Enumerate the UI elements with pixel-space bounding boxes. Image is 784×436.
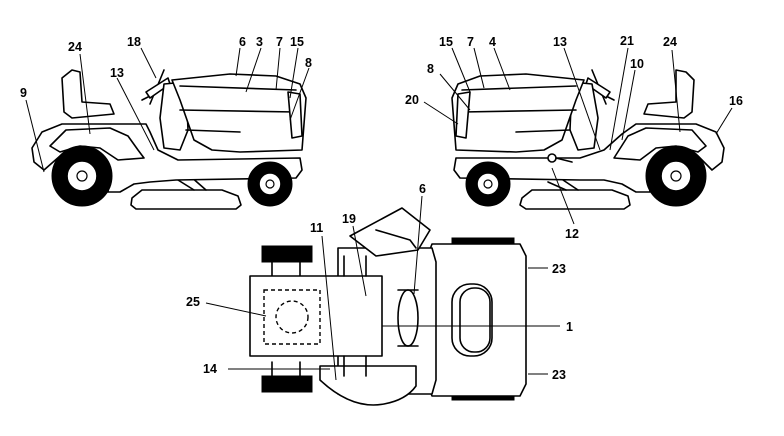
callout-3: 3 [256, 35, 263, 49]
tractor-left-side-view: 24 18 6 3 7 15 8 9 13 [20, 35, 312, 210]
callout-8: 8 [305, 56, 312, 70]
fender-right [613, 127, 707, 161]
callout-19: 19 [342, 212, 356, 226]
callout-18: 18 [127, 35, 141, 49]
callout-24: 24 [663, 35, 677, 49]
callout-13: 13 [110, 66, 124, 80]
callout-10: 10 [630, 57, 644, 71]
hood-right [451, 73, 585, 153]
callout-6: 6 [239, 35, 246, 49]
callout-16: 16 [729, 94, 743, 108]
rear-wheel-top-1 [261, 245, 313, 263]
callout-15: 15 [439, 35, 453, 49]
callout-7: 7 [276, 35, 283, 49]
callout-20: 20 [405, 93, 419, 107]
mower-deck-top [319, 365, 417, 406]
callout-24: 24 [68, 40, 82, 54]
mower-deck-right [519, 189, 631, 210]
callout-4: 4 [489, 35, 496, 49]
seat-left [61, 69, 115, 119]
callout-6: 6 [419, 182, 426, 196]
mower-deck-left [130, 189, 242, 210]
callout-11: 11 [310, 221, 323, 235]
callout-21: 21 [620, 34, 634, 48]
seat-outline-top [263, 289, 321, 345]
callout-15: 15 [290, 35, 304, 49]
seat-right [643, 69, 695, 119]
callout-7: 7 [467, 35, 474, 49]
callout-9: 9 [20, 86, 27, 100]
callout-8: 8 [427, 62, 434, 76]
tractor-top-view: 11 19 6 23 25 1 14 23 [186, 182, 573, 406]
callout-25: 25 [186, 295, 200, 309]
callout-23: 23 [552, 368, 566, 382]
callout-23: 23 [552, 262, 566, 276]
callout-13: 13 [553, 35, 567, 49]
callout-1: 1 [566, 320, 573, 334]
tractor-right-side-view: 15 7 4 13 21 24 8 10 20 16 12 [405, 34, 743, 241]
discharge-chute-top [349, 207, 431, 257]
hood-left [171, 73, 307, 153]
callout-12: 12 [565, 227, 579, 241]
rear-wheel-top-2 [261, 375, 313, 393]
callout-14: 14 [203, 362, 217, 376]
